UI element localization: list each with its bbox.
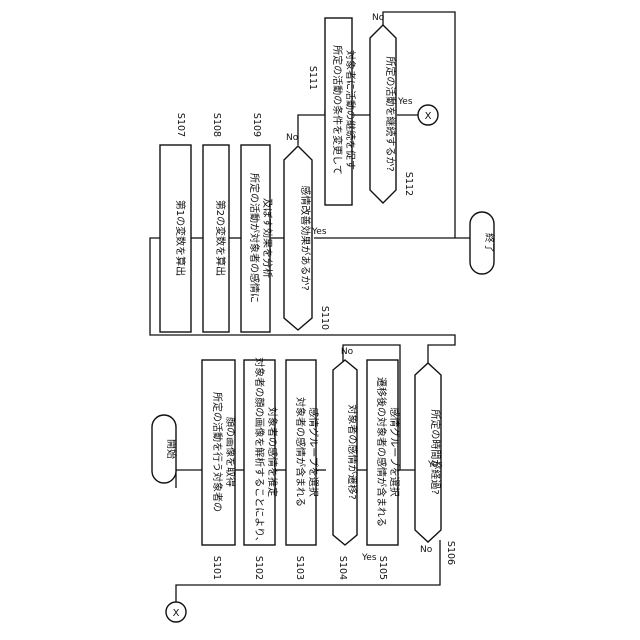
svg-text:第2の変数を算出: 第2の変数を算出	[214, 200, 227, 276]
tag-s112: S112	[403, 172, 414, 196]
s112-yes-label: Yes	[397, 97, 413, 107]
svg-text:対象者の感情が含まれる: 対象者の感情が含まれる	[294, 397, 307, 507]
step-s102: 対象者の顔の画像を解析することにより、 対象者の感情を推定 S102	[244, 357, 279, 580]
svg-text:所定の活動を行う対象者の: 所定の活動を行う対象者の	[211, 392, 224, 512]
decision-s110: 感情改善効果があるか? No Yes S110	[284, 133, 330, 330]
tag-s108: S108	[211, 113, 222, 137]
start-label: 開始	[165, 439, 178, 459]
svg-text:所定の時間が経過?: 所定の時間が経過?	[429, 409, 442, 494]
s110-yes-label: Yes	[311, 227, 327, 237]
end-terminal: 終了	[470, 212, 496, 274]
tag-s101: S101	[211, 556, 222, 580]
s106-no-label: No	[420, 545, 433, 555]
step-s108: 第2の変数を算出 S108	[203, 113, 229, 332]
step-s111: 所定の活動の条件を変更して 対象者に活動の継続を促す S111	[307, 18, 357, 205]
svg-text:感情グループを選択: 感情グループを選択	[307, 407, 320, 496]
s106-yes-label: Yes	[427, 460, 443, 470]
svg-text:顔の画像を取得: 顔の画像を取得	[224, 417, 237, 487]
step-s103: 対象者の感情が含まれる 感情グループを選択 S103	[286, 360, 320, 580]
decision-s112: 所定の活動を継続するか? No Yes S112	[370, 13, 414, 203]
end-label: 終了	[483, 233, 496, 253]
svg-text:感情グループを選択: 感情グループを選択	[388, 407, 401, 496]
tag-s107: S107	[175, 113, 186, 137]
tag-s109: S109	[251, 113, 262, 137]
svg-text:対象者の感情が遷移?: 対象者の感情が遷移?	[346, 404, 359, 499]
svg-text:所定の活動が対象者の感情に: 所定の活動が対象者の感情に	[248, 173, 261, 303]
tag-s103: S103	[294, 556, 305, 580]
s110-no-label: No	[286, 133, 299, 143]
tag-s105: S105	[377, 556, 388, 580]
svg-text:所定の活動の条件を変更して: 所定の活動の条件を変更して	[331, 45, 344, 175]
connector-top: X	[418, 105, 438, 125]
svg-text:対象者に活動の継続を促す: 対象者に活動の継続を促す	[344, 50, 357, 170]
decision-s106: 所定の時間が経過? Yes No S106	[415, 363, 456, 565]
connector-bottom-label: X	[173, 608, 180, 619]
svg-text:遷移後の対象者の感情が含まれる: 遷移後の対象者の感情が含まれる	[375, 377, 388, 527]
s104-yes-label: Yes	[361, 553, 377, 563]
tag-s110: S110	[319, 306, 330, 330]
step-s105: 遷移後の対象者の感情が含まれる 感情グループを選択 S105	[367, 360, 401, 580]
svg-text:感情改善効果があるか?: 感情改善効果があるか?	[299, 185, 312, 290]
tag-s102: S102	[253, 556, 264, 580]
step-s101: 所定の活動を行う対象者の 顔の画像を取得 S101	[202, 360, 237, 580]
svg-text:第1の変数を算出: 第1の変数を算出	[174, 200, 187, 276]
s112-no-label: No	[372, 13, 385, 23]
s104-no-label: No	[341, 347, 354, 357]
step-s109: 所定の活動が対象者の感情に 及ぼす効果を分析 S109	[241, 113, 274, 332]
svg-text:対象者の感情を推定: 対象者の感情を推定	[266, 407, 279, 497]
start-terminal: 開始	[152, 415, 178, 483]
tag-s106: S106	[445, 541, 456, 565]
step-s107: 第1の変数を算出 S107	[160, 113, 191, 332]
tag-s111: S111	[307, 66, 318, 90]
connector-bottom: X	[166, 602, 186, 622]
svg-text:所定の活動を継続するか?: 所定の活動を継続するか?	[384, 56, 397, 171]
tag-s104: S104	[337, 556, 348, 580]
svg-text:及ぼす効果を分析: 及ぼす効果を分析	[261, 198, 274, 278]
connector-top-label: X	[425, 111, 432, 122]
svg-text:対象者の顔の画像を解析することにより、: 対象者の顔の画像を解析することにより、	[253, 357, 266, 546]
